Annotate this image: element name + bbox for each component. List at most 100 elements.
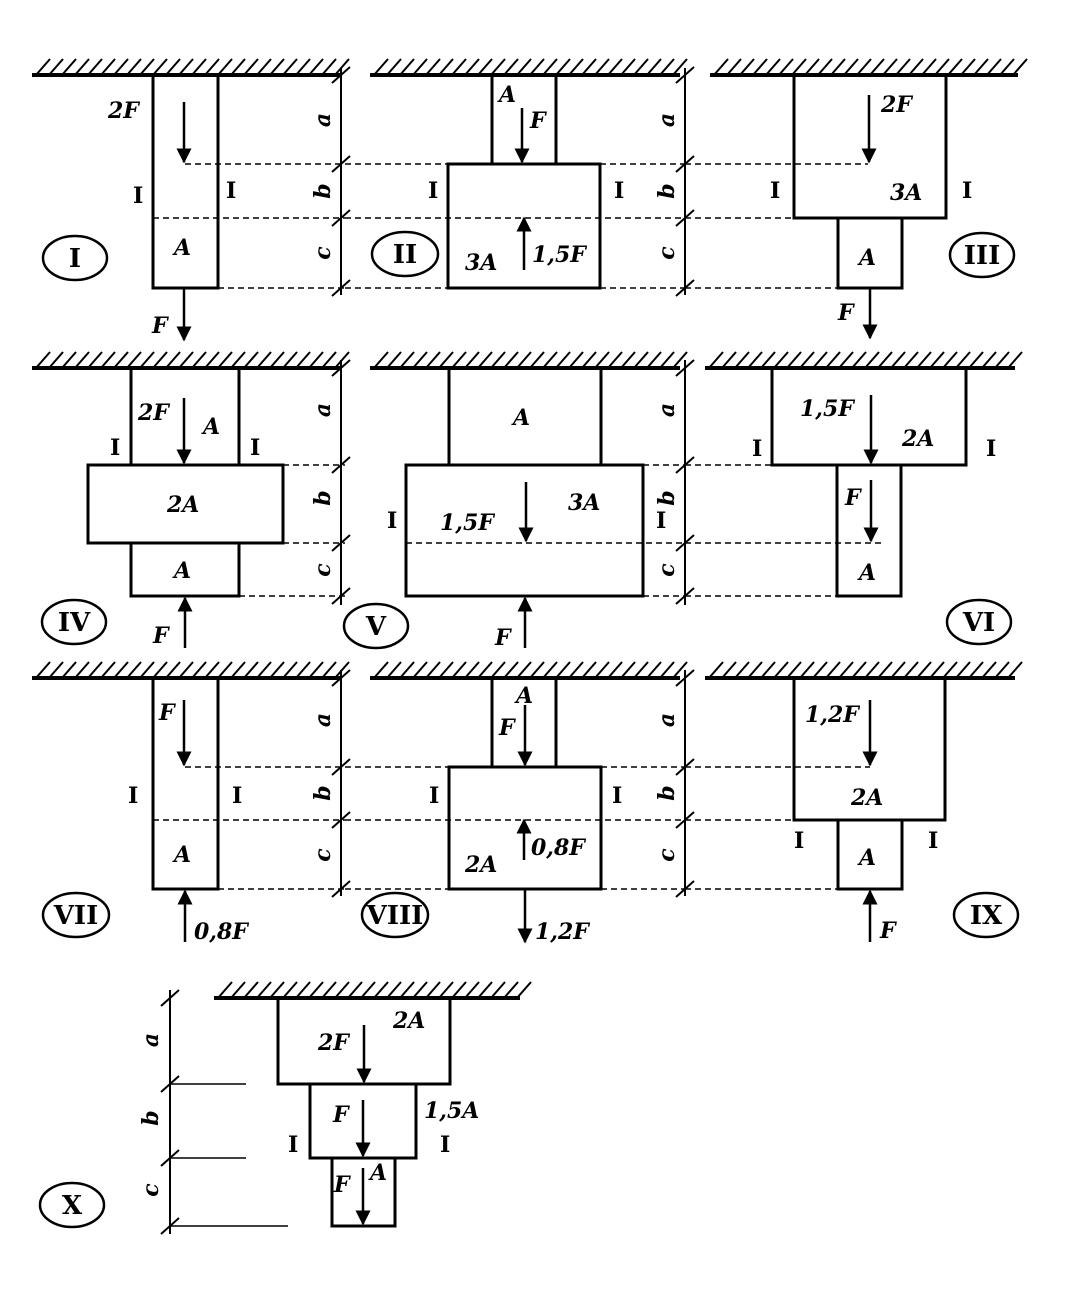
- hatch-stroke: [734, 351, 750, 369]
- hatch-stroke: [334, 351, 350, 369]
- hatch-stroke: [659, 661, 675, 679]
- hatch-stroke: [503, 661, 519, 679]
- hatch-stroke: [230, 661, 246, 679]
- hatch-stroke: [981, 661, 997, 679]
- hatch-stroke: [1007, 661, 1023, 679]
- hatch-stroke: [877, 351, 893, 369]
- hatch-stroke: [825, 351, 841, 369]
- hatch-stroke: [890, 661, 906, 679]
- hatch-stroke: [607, 661, 623, 679]
- hatch-stroke: [752, 58, 768, 76]
- area-label: A: [857, 845, 876, 871]
- dimension-label-c: c: [654, 563, 680, 577]
- hatch-stroke: [786, 661, 802, 679]
- hatch-stroke: [903, 351, 919, 369]
- hatch-stroke: [791, 58, 807, 76]
- hatch-stroke: [542, 661, 558, 679]
- hatch-stroke: [773, 661, 789, 679]
- hatch-stroke: [412, 351, 428, 369]
- hatch-stroke: [308, 351, 324, 369]
- area-label: A: [172, 842, 191, 868]
- hatch-stroke: [503, 58, 519, 76]
- hatch-stroke: [386, 661, 402, 679]
- hatch-stroke: [864, 661, 880, 679]
- force-label: 1,5F: [800, 396, 855, 422]
- hatch-stroke: [399, 981, 415, 999]
- hatch-stroke: [386, 58, 402, 76]
- hatch-stroke: [607, 58, 623, 76]
- hatch-stroke: [765, 58, 781, 76]
- hatch-stroke: [295, 661, 311, 679]
- hatch-stroke: [825, 661, 841, 679]
- section-mark: I: [770, 178, 780, 204]
- variant-number-circle: [40, 598, 108, 646]
- variant-number-circle: [41, 891, 111, 939]
- hatch-stroke: [981, 351, 997, 369]
- hatch-stroke: [713, 58, 729, 76]
- hatch-stroke: [126, 661, 142, 679]
- area-label: A: [511, 405, 530, 431]
- area-label: A: [857, 560, 876, 586]
- hatch-stroke: [451, 661, 467, 679]
- hatch-stroke: [243, 351, 259, 369]
- variant-number-circle: [948, 231, 1016, 279]
- section-mark: I: [928, 828, 938, 854]
- hatch-stroke: [947, 58, 963, 76]
- hatch-stroke: [178, 351, 194, 369]
- force-label: F: [879, 918, 897, 944]
- dimension-label-a: a: [310, 113, 336, 127]
- dimension-label-a: a: [654, 713, 680, 727]
- hatch-stroke: [217, 981, 233, 999]
- hatch-stroke: [633, 661, 649, 679]
- bar-segment: [404, 463, 645, 598]
- hatch-stroke: [230, 351, 246, 369]
- hatch-stroke: [438, 351, 454, 369]
- hatch-stroke: [282, 58, 298, 76]
- hatch-stroke: [191, 351, 207, 369]
- hatch-stroke: [916, 661, 932, 679]
- hatch-stroke: [100, 58, 116, 76]
- hatch-stroke: [929, 661, 945, 679]
- hatch-stroke: [864, 351, 880, 369]
- variant-number: IX: [970, 901, 1003, 931]
- section-mark: I: [288, 1132, 298, 1158]
- hatch-stroke: [968, 351, 984, 369]
- hatch-stroke: [230, 58, 246, 76]
- hatch-stroke: [243, 58, 259, 76]
- hatch-stroke: [87, 58, 103, 76]
- hatch-stroke: [35, 351, 51, 369]
- area-label: A: [201, 414, 220, 440]
- hatch-stroke: [760, 351, 776, 369]
- force-label: F: [152, 623, 170, 649]
- hatch-stroke: [35, 661, 51, 679]
- hatch-stroke: [895, 58, 911, 76]
- dimension-line: a b c: [138, 989, 288, 1235]
- hatch-stroke: [916, 351, 932, 369]
- hatch-stroke: [256, 661, 272, 679]
- force-label: 1,5F: [532, 242, 587, 268]
- hatch-stroke: [373, 661, 389, 679]
- hatch-stroke: [934, 58, 950, 76]
- hatch-stroke: [568, 661, 584, 679]
- hatch-stroke: [386, 981, 402, 999]
- hatch-stroke: [721, 661, 737, 679]
- area-label: 2A: [166, 492, 199, 518]
- variant-2-diagram: A F 3A 1,5F I I II: [345, 73, 685, 290]
- hatch-stroke: [646, 58, 662, 76]
- dimension-line: a b c: [310, 66, 351, 297]
- hatch-stroke: [877, 661, 893, 679]
- section-mark: I: [614, 178, 624, 204]
- hatch-stroke: [838, 351, 854, 369]
- hatch-stroke: [516, 981, 532, 999]
- hatch-stroke: [851, 351, 867, 369]
- dimension-label-c: c: [310, 246, 336, 260]
- dimension-label-b: b: [654, 785, 680, 800]
- hatch-stroke: [399, 351, 415, 369]
- hatch-stroke: [295, 981, 311, 999]
- hatch-stroke: [74, 661, 90, 679]
- hatch-stroke: [113, 58, 129, 76]
- hatch-stroke: [464, 981, 480, 999]
- hatch-stroke: [451, 981, 467, 999]
- area-label: 3A: [890, 180, 922, 206]
- hatch-stroke: [817, 58, 833, 76]
